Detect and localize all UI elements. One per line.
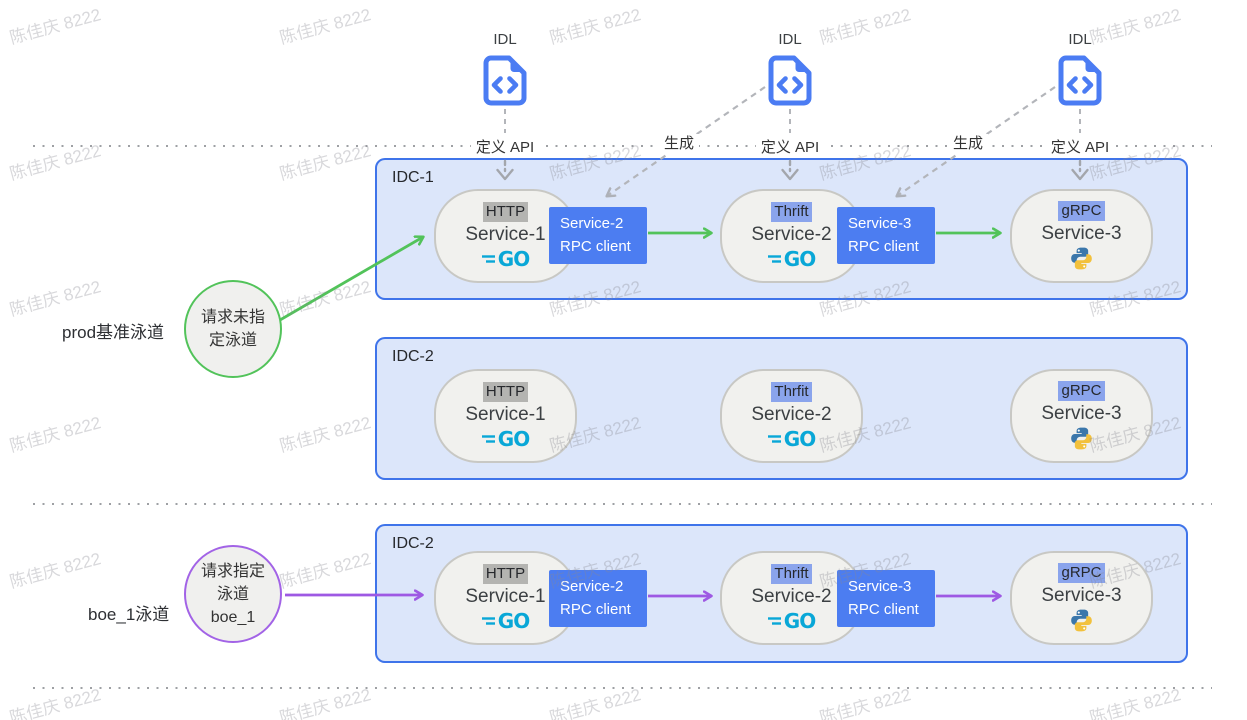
rpc-client-box: Service-3 RPC client [837,570,935,627]
watermark-text: 陈佳庆 8222 [7,549,103,592]
idl-label: IDL [493,31,517,48]
protocol-tag: Thrfit [771,381,812,402]
service-node: gRPC Service-3 [1010,189,1153,283]
lane-label-boe1: boe_1泳道 [88,605,170,624]
go-logo-icon: GO [767,608,816,633]
protocol-tag: gRPC [1058,380,1105,401]
idc-box-3: IDC-2 HTTP Service-1 GO Thrift Service-2… [375,524,1188,663]
watermark-text: 陈佳庆 8222 [277,549,373,592]
watermark-text: 陈佳庆 8222 [277,141,373,184]
protocol-tag: HTTP [482,563,529,584]
circle-text-line: 请求指定 [200,562,265,580]
rpc-client-line1: Service-2 [560,578,624,595]
go-logo-icon: GO [481,246,530,271]
idc-box-label: IDC-1 [392,169,434,186]
rpc-client-box: Service-2 RPC client [549,207,647,264]
python-logo-icon [1069,426,1094,452]
python-logo-icon [1069,246,1094,272]
separator-line [33,503,1212,505]
protocol-tag: HTTP [482,381,529,402]
service-node: HTTP Service-1 GO [434,551,577,645]
service-node: gRPC Service-3 [1010,551,1153,645]
go-logo-icon: GO [481,608,530,633]
rpc-client-line2: RPC client [848,601,919,618]
service-name: Service-2 [751,585,832,607]
service-name: Service-3 [1041,222,1122,244]
circle-text-line: 定泳道 [208,332,257,349]
go-logo-icon: GO [767,426,816,451]
service-name: Service-2 [751,223,832,245]
separator-line [33,145,1212,147]
request-circle-boe1: 请求指定 泳道 boe_1 [184,545,282,643]
service-node: Thrfit Service-2 GO [720,369,863,463]
go-logo-icon: GO [481,426,530,451]
idl-file-icon [768,55,812,106]
watermark-text: 陈佳庆 8222 [277,5,373,48]
rpc-client-box: Service-3 RPC client [837,207,935,264]
service-node: gRPC Service-3 [1010,369,1153,463]
generate-label: 生成 [947,134,989,154]
rpc-client-line1: Service-3 [848,215,912,232]
watermark-text: 陈佳庆 8222 [7,5,103,48]
protocol-tag: gRPC [1058,562,1105,583]
generate-label: 生成 [658,134,700,154]
service-node: Thrift Service-2 GO [720,189,863,283]
lane-label-prod: prod基准泳道 [62,323,165,342]
protocol-tag: Thrift [771,201,812,222]
watermark-text: 陈佳庆 8222 [7,413,103,456]
service-name: Service-3 [1041,402,1122,424]
rpc-client-line2: RPC client [560,238,631,255]
watermark-text: 陈佳庆 8222 [7,277,103,320]
go-logo-icon: GO [767,246,816,271]
define-api-label: 定义 API [470,138,540,158]
define-api-label: 定义 API [1045,138,1115,158]
rpc-client-line2: RPC client [848,238,919,255]
circle-text-line: 请求未指 [200,309,265,326]
watermark-text: 陈佳庆 8222 [7,141,103,184]
circle-text-line: 泳道 [216,585,249,603]
idl-label: IDL [778,31,802,48]
circle-text-line: boe_1 [210,608,256,626]
python-logo-icon [1069,608,1094,634]
protocol-tag: HTTP [482,201,529,222]
rpc-client-line1: Service-2 [560,215,624,232]
service-name: Service-1 [465,585,546,607]
separator-line [33,687,1212,689]
idl-file-icon [483,55,527,106]
rpc-client-line2: RPC client [560,601,631,618]
idc-box-2: IDC-2 HTTP Service-1 GO Thrfit Service-2… [375,337,1188,480]
define-api-label: 定义 API [755,138,825,158]
watermark-text: 陈佳庆 8222 [547,5,643,48]
watermark-text: 陈佳庆 8222 [277,277,373,320]
idc-box-1: IDC-1 HTTP Service-1 GO Thrift Service-2… [375,158,1188,300]
rpc-client-line1: Service-3 [848,578,912,595]
idl-file-icon [1058,55,1102,106]
service-name: Service-1 [465,223,546,245]
rpc-client-box: Service-2 RPC client [549,570,647,627]
service-name: Service-1 [465,403,546,425]
service-name: Service-3 [1041,584,1122,606]
idc-box-label: IDC-2 [392,348,434,365]
watermark-text: 陈佳庆 8222 [817,5,913,48]
request-circle-prod: 请求未指 定泳道 [184,280,282,378]
service-node: HTTP Service-1 GO [434,369,577,463]
protocol-tag: gRPC [1058,200,1105,221]
idl-label: IDL [1068,31,1092,48]
watermark-text: 陈佳庆 8222 [277,413,373,456]
service-name: Service-2 [751,403,832,425]
watermark-text: 陈佳庆 8222 [1087,5,1183,48]
idc-box-label: IDC-2 [392,535,434,552]
protocol-tag: Thrift [771,563,812,584]
